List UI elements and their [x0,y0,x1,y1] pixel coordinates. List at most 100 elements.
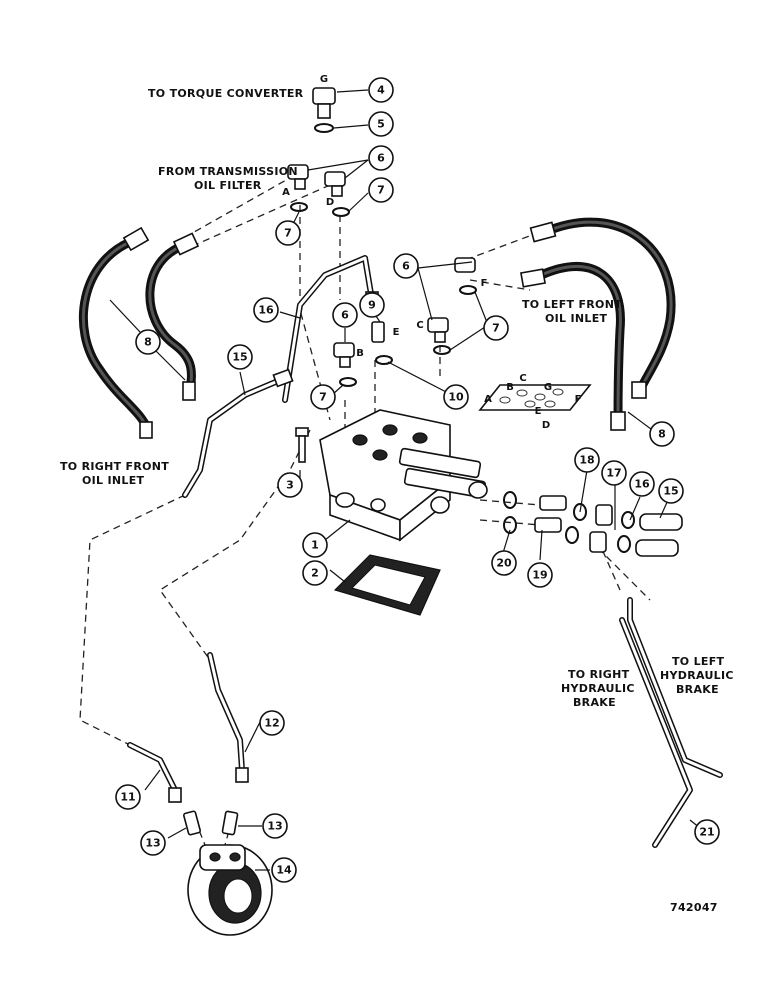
port-letters: G A D F C E B C B G A E F D [282,74,581,431]
callout-6-top: 6 [368,145,394,171]
valve-gasket [333,554,441,616]
svg-text:7: 7 [319,391,327,404]
svg-text:21: 21 [699,826,714,839]
port-b-mid: B [356,348,364,359]
callout-18: 18 [574,447,600,473]
svg-text:5: 5 [377,118,385,131]
svg-text:6: 6 [377,152,385,165]
label-left-front-inlet: OIL INLET [545,312,608,325]
connectors-13 [183,810,239,836]
svg-text:7: 7 [492,322,500,335]
svg-text:6: 6 [341,309,349,322]
hose-left-front [520,217,676,431]
elbows-mid [333,321,393,387]
tube-12 [207,652,249,783]
gasket-port-d: D [542,420,550,431]
svg-text:15: 15 [663,485,678,498]
callout-7-top-right: 7 [368,177,394,203]
svg-text:20: 20 [496,557,512,570]
port-g-top: G [320,74,328,85]
callout-7-mid: 7 [310,384,336,410]
callout-10: 10 [443,384,469,410]
annotation-labels: TO TORQUE CONVERTER FROM TRANSMISSION OI… [60,87,734,914]
callout-14: 14 [271,857,297,883]
label-torque-converter: TO TORQUE CONVERTER [148,87,304,100]
bolt-3 [295,427,309,463]
svg-text:3: 3 [286,479,294,492]
label-left-brake-hydraulic: HYDRAULIC [660,669,734,682]
callout-2: 2 [302,560,328,586]
callout-7-right: 7 [483,315,509,341]
callout-12: 12 [259,710,285,736]
label-left-front: TO LEFT FRONT [522,298,622,311]
svg-text:13: 13 [267,820,282,833]
label-right-front-inlet: OIL INLET [82,474,145,487]
port-e-mid: E [393,327,400,338]
svg-text:7: 7 [377,184,385,197]
svg-text:6: 6 [402,260,410,273]
svg-text:8: 8 [658,428,666,441]
svg-text:16: 16 [634,478,650,491]
svg-text:14: 14 [276,864,292,877]
tube-11 [127,742,182,803]
control-valve [319,409,488,542]
side-fittings [503,491,683,557]
elbows-top [287,164,350,217]
svg-text:16: 16 [258,304,274,317]
callout-13-right: 13 [262,813,288,839]
svg-text:9: 9 [368,299,376,312]
svg-text:12: 12 [264,717,279,730]
svg-text:18: 18 [579,454,594,467]
gasket-port-a: A [484,394,492,405]
svg-text:19: 19 [532,569,547,582]
gasket-port-e: E [535,406,542,417]
port-d-top: D [326,197,334,208]
label-left-brake-brake: BRAKE [676,683,719,696]
callout-20: 20 [491,550,517,576]
gasket-small [478,384,592,411]
tube-16 [282,255,379,403]
svg-text:8: 8 [144,336,152,349]
callout-5: 5 [368,111,394,137]
callout-16-right: 16 [629,471,655,497]
callout-15-right: 15 [658,478,684,504]
callout-1: 1 [302,532,328,558]
figure-number: 742047 [670,901,718,914]
callout-19: 19 [527,562,553,588]
callout-17: 17 [601,460,627,486]
brake-tubes [619,597,723,848]
callouts: 4 5 6 7 7 6 7 6 9 10 7 8 8 16 15 3 1 2 1… [115,77,720,883]
svg-text:17: 17 [606,467,621,480]
svg-text:1: 1 [311,539,319,552]
label-right-brake: TO RIGHT [568,668,630,681]
callout-4: 4 [368,77,394,103]
gasket-port-b: B [506,382,514,393]
label-oil-filter: OIL FILTER [194,179,262,192]
callout-13-left: 13 [140,830,166,856]
svg-text:11: 11 [120,791,135,804]
callout-6-right: 6 [393,253,419,279]
pump-housing [187,844,273,936]
elbows-right [427,257,477,355]
port-f-right: F [481,278,488,289]
label-right-brake-brake: BRAKE [573,696,616,709]
callout-16-top: 16 [253,297,279,323]
svg-text:7: 7 [284,227,292,240]
label-right-front: TO RIGHT FRONT [60,460,169,473]
svg-text:13: 13 [145,837,160,850]
gasket-port-g: G [544,382,552,393]
svg-text:15: 15 [232,351,247,364]
callout-3: 3 [277,472,303,498]
callout-9: 9 [359,292,385,318]
tube-15 [182,368,294,498]
port-c-right: C [416,320,423,331]
label-left-brake: TO LEFT [672,655,725,668]
callout-7-top-left: 7 [275,220,301,246]
callout-6-mid: 6 [332,302,358,328]
port-a-top: A [282,187,290,198]
callout-8-right: 8 [649,421,675,447]
svg-text:4: 4 [377,84,385,97]
hose-right-front [78,226,200,439]
callout-11: 11 [115,784,141,810]
